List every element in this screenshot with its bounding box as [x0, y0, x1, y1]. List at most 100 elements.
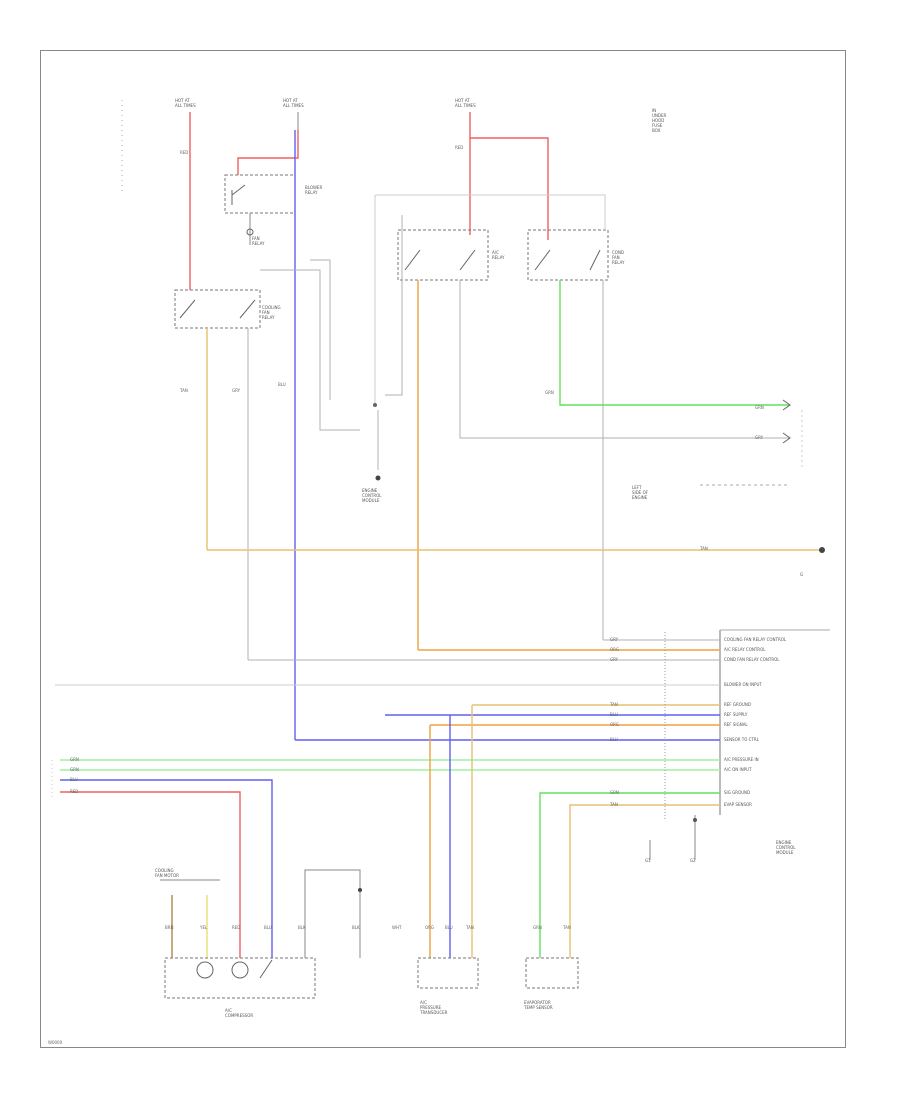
pin-label: SIG GROUND	[724, 790, 751, 795]
fuse-label-3: HOT AT ALL TIMES	[455, 98, 476, 108]
wire-code: GRN	[533, 925, 542, 930]
wire-code: BLU	[70, 777, 78, 782]
left-side-label: LEFT SIDE OF ENGINE	[632, 485, 649, 500]
wire-code: GRN	[755, 405, 764, 410]
wire-code: BLK	[298, 925, 306, 930]
wire-code: WHT	[392, 925, 402, 930]
wire-code: BLU	[610, 737, 618, 742]
relay-switch	[231, 184, 246, 205]
ground-point	[375, 475, 381, 481]
wire	[304, 869, 361, 958]
wire-code: GRN	[70, 757, 79, 762]
wire-code: TAN	[563, 925, 571, 930]
fuse-label-1: HOT AT ALL TIMES	[175, 98, 196, 108]
wire-code: BLU	[610, 712, 618, 717]
pin-label: A/C ON INPUT	[724, 767, 752, 772]
under-hood-label: IN UNDER HOOD FUSE BOX	[652, 108, 667, 133]
wire-code: TAN	[180, 388, 188, 393]
relay-d-label: COND FAN RELAY	[612, 250, 625, 265]
wire-code: RED	[180, 150, 189, 155]
wire-code: TAN	[466, 925, 474, 930]
gray-wire	[459, 280, 790, 439]
ground-point	[358, 888, 362, 892]
relay-c-box	[397, 229, 489, 281]
wire-code: BLU	[445, 925, 453, 930]
evap-sensor-box	[525, 957, 579, 989]
wire-code: TAN	[610, 702, 618, 707]
gray-wire	[260, 269, 360, 431]
wire-code: BLU	[264, 925, 272, 930]
pin-label: A/C PRESSURE IN	[724, 757, 759, 762]
tan-wire	[569, 804, 720, 958]
wire-code: RED	[232, 925, 241, 930]
connector-arrow	[782, 432, 791, 444]
gray-wire	[375, 194, 606, 230]
fuse-label-2: HOT AT ALL TIMES	[283, 98, 304, 108]
relay-block-mid	[373, 112, 790, 650]
gray-wire	[385, 215, 403, 396]
diagram-id: W0000	[48, 1040, 63, 1045]
ground-g2: G2	[690, 858, 696, 863]
wire-code: ORG	[425, 925, 435, 930]
wire-code: RED	[455, 145, 464, 150]
wire-code: GRY	[232, 388, 241, 393]
thermal-switch	[259, 959, 273, 979]
relay-switch	[534, 249, 601, 271]
connector-arrow	[782, 399, 791, 411]
diagram-frame	[40, 50, 846, 1048]
red-wire	[469, 112, 549, 240]
ground-g1: G1	[645, 858, 651, 863]
pin-label: COND FAN RELAY CONTROL	[724, 657, 780, 662]
wire-code: TAN	[610, 802, 618, 807]
relay-block-left	[174, 112, 360, 740]
wire-code: BLK	[352, 925, 360, 930]
pin-label: EVAP SENSOR	[724, 802, 752, 807]
junction	[246, 228, 254, 236]
green-wire	[539, 792, 720, 958]
wire-code: GRN	[70, 767, 79, 772]
clutch-coil	[231, 961, 249, 979]
pin-label: REF SIGNAL	[724, 722, 748, 727]
relay-a-label: BLOWER RELAY	[305, 185, 323, 195]
clutch-coil	[196, 961, 214, 979]
wire-code: TAN	[700, 546, 708, 551]
connector-label: G	[800, 572, 804, 577]
wire-code: BRN	[165, 925, 174, 930]
pin-label: REF GROUND	[724, 702, 751, 707]
junction	[373, 403, 377, 407]
wire-code: GRN	[610, 790, 619, 795]
pin-label: SENSOR TO CTRL	[724, 737, 759, 742]
bottom-motor-label: COOLING FAN MOTOR	[155, 868, 179, 878]
bottom-components	[160, 840, 651, 999]
wire-code: BLU	[278, 382, 286, 387]
relay-c-label: A/C RELAY	[492, 250, 505, 260]
red-wire	[237, 130, 299, 175]
wire-code: GRN	[545, 390, 554, 395]
pin-label: A/C RELAY CONTROL	[724, 647, 766, 652]
green-wire	[559, 280, 790, 406]
junction	[693, 818, 697, 822]
relay-switch	[404, 249, 476, 271]
connector-dot	[819, 547, 825, 553]
relay-d-box	[527, 229, 609, 281]
pin-label: REF SUPPLY	[724, 712, 748, 717]
relay-b-box	[174, 289, 261, 329]
pin-label: BLOWER ON INPUT	[724, 682, 762, 687]
wire-code: ORG	[610, 647, 620, 652]
relay-switch	[179, 299, 256, 319]
gray-wire	[310, 259, 331, 400]
evap-temp-label: EVAPORATOR TEMP SENSOR	[524, 1000, 553, 1010]
ecm-block	[51, 629, 830, 958]
pressure-sensor-label: A/C PRESSURE TRANSDUCER	[420, 1000, 448, 1015]
wire-code: GRY	[755, 435, 764, 440]
wire-code: YEL	[200, 925, 208, 930]
wire-code: GRY	[610, 657, 619, 662]
wire-code: RED	[70, 789, 79, 794]
wire-code: GRY	[610, 637, 619, 642]
ecm-label: ENGINE CONTROL MODULE	[776, 840, 796, 855]
compressor-box	[164, 957, 316, 999]
pressure-sensor-box	[417, 957, 479, 989]
compressor-label: A/C COMPRESSOR	[225, 1008, 254, 1018]
relay-e-label: FAN RELAY	[252, 236, 265, 246]
